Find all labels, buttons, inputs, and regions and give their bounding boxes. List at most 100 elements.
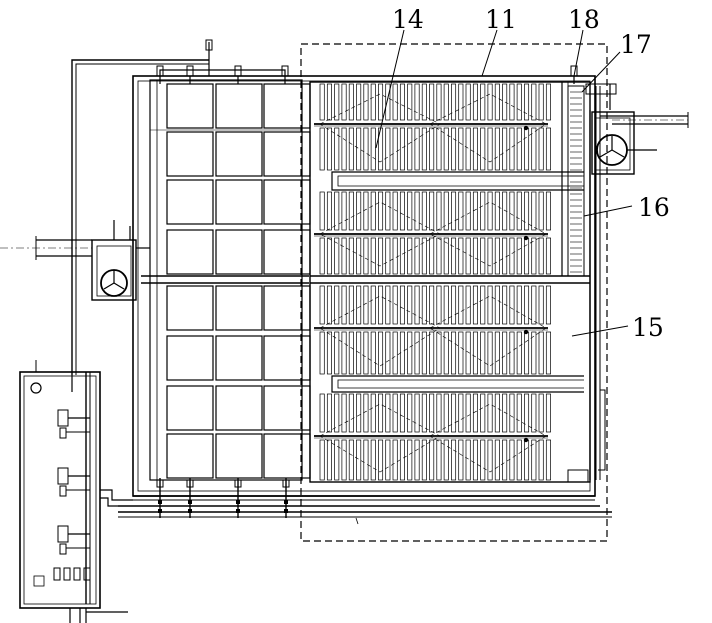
slat bbox=[516, 331, 522, 375]
slat bbox=[334, 191, 340, 231]
slat bbox=[516, 237, 522, 275]
slat bbox=[399, 127, 405, 171]
slat bbox=[531, 127, 537, 171]
slat bbox=[545, 83, 551, 121]
slat bbox=[531, 331, 537, 375]
slat bbox=[538, 237, 544, 275]
slat bbox=[472, 285, 478, 325]
valve-icon bbox=[53, 567, 61, 581]
slat bbox=[480, 439, 486, 481]
slat bbox=[429, 331, 435, 375]
slat bbox=[378, 83, 384, 121]
filter-cell bbox=[166, 385, 214, 431]
slat bbox=[538, 127, 544, 171]
valve-icon bbox=[234, 479, 242, 488]
slat bbox=[334, 83, 340, 121]
slat bbox=[385, 83, 391, 121]
slat bbox=[436, 285, 442, 325]
slat bbox=[545, 191, 551, 231]
valve-icon bbox=[236, 509, 240, 513]
valve-icon bbox=[186, 65, 194, 77]
slat bbox=[348, 331, 354, 375]
slat bbox=[326, 191, 332, 231]
slat bbox=[494, 127, 500, 171]
slat bbox=[356, 127, 362, 171]
filter-cell bbox=[166, 229, 214, 275]
slat bbox=[319, 439, 325, 481]
slat bbox=[341, 83, 347, 121]
slat bbox=[407, 439, 413, 481]
slat bbox=[414, 191, 420, 231]
slat bbox=[421, 285, 427, 325]
slat bbox=[443, 393, 449, 433]
slat bbox=[487, 191, 493, 231]
slat bbox=[472, 439, 478, 481]
filter-cell bbox=[166, 335, 214, 381]
slat bbox=[509, 439, 515, 481]
slat bbox=[502, 83, 508, 121]
slat bbox=[370, 285, 376, 325]
slat bbox=[356, 191, 362, 231]
slat bbox=[319, 237, 325, 275]
slat bbox=[509, 191, 515, 231]
slat bbox=[451, 237, 457, 275]
slat bbox=[458, 83, 464, 121]
slat bbox=[487, 439, 493, 481]
filter-cell bbox=[263, 131, 311, 177]
slat bbox=[385, 439, 391, 481]
slat bbox=[458, 237, 464, 275]
diffuser-line bbox=[429, 201, 547, 267]
pump-icon bbox=[59, 543, 67, 555]
pump-icon bbox=[59, 485, 67, 497]
slat bbox=[458, 127, 464, 171]
slat bbox=[348, 285, 354, 325]
slat bbox=[414, 285, 420, 325]
slat bbox=[385, 237, 391, 275]
bottom-valves bbox=[156, 478, 359, 525]
filter-cell bbox=[263, 229, 311, 275]
slat bbox=[516, 83, 522, 121]
slat bbox=[524, 237, 530, 275]
slat bbox=[370, 191, 376, 231]
slat bbox=[494, 83, 500, 121]
slat bbox=[421, 439, 427, 481]
slat bbox=[487, 285, 493, 325]
nozzle-icon bbox=[523, 437, 529, 443]
slat bbox=[465, 439, 471, 481]
slat bbox=[531, 237, 537, 275]
slat bbox=[326, 83, 332, 121]
slat bbox=[341, 127, 347, 171]
slat bbox=[378, 285, 384, 325]
slat bbox=[356, 331, 362, 375]
slat bbox=[363, 285, 369, 325]
slat bbox=[465, 237, 471, 275]
pump-icon bbox=[57, 467, 69, 485]
slat bbox=[407, 191, 413, 231]
slat bbox=[429, 127, 435, 171]
slat bbox=[494, 393, 500, 433]
slat bbox=[378, 237, 384, 275]
slat bbox=[545, 237, 551, 275]
slat bbox=[516, 285, 522, 325]
slat bbox=[407, 127, 413, 171]
slat bbox=[363, 331, 369, 375]
slat bbox=[494, 439, 500, 481]
slat bbox=[356, 285, 362, 325]
slat bbox=[516, 439, 522, 481]
slat bbox=[480, 83, 486, 121]
diffuser-line bbox=[319, 201, 441, 267]
slat bbox=[341, 393, 347, 433]
slat bbox=[319, 331, 325, 375]
slat bbox=[443, 83, 449, 121]
slat bbox=[502, 237, 508, 275]
slat bbox=[538, 331, 544, 375]
slat bbox=[451, 285, 457, 325]
slat bbox=[385, 331, 391, 375]
slat bbox=[531, 285, 537, 325]
slat bbox=[509, 331, 515, 375]
slat bbox=[421, 83, 427, 121]
slat bbox=[392, 83, 398, 121]
slat bbox=[494, 191, 500, 231]
slat bbox=[334, 439, 340, 481]
slat bbox=[341, 191, 347, 231]
